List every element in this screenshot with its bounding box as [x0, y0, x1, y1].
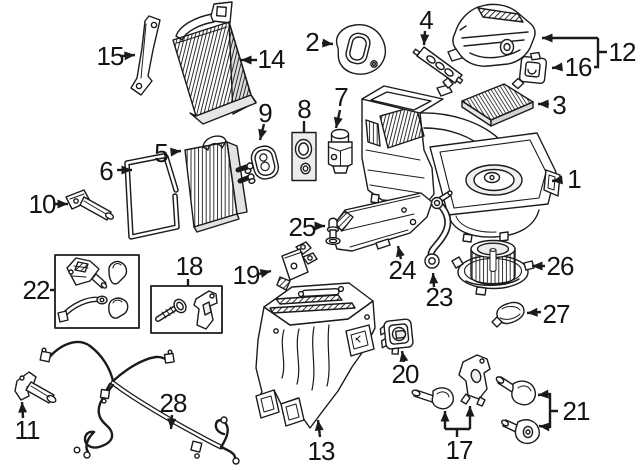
part-27-access-cover-cap — [491, 301, 525, 328]
part-1-heater-case-assembly — [361, 77, 561, 243]
callout-label-9: 9 — [258, 98, 273, 128]
callout-label-8: 8 — [297, 94, 312, 124]
part-2-air-duct-seal — [336, 24, 387, 75]
leader-15 — [121, 51, 136, 61]
part-18-screw-and-bracket-kit — [150, 285, 223, 334]
leader-23 — [429, 272, 439, 288]
leader-13 — [314, 419, 324, 438]
part-5-evaporator-core — [184, 135, 255, 233]
callout-label-27: 27 — [542, 299, 571, 329]
leader-9 — [258, 123, 267, 141]
part-28-wiring-harness — [39, 340, 240, 465]
leader-11 — [18, 401, 28, 419]
callout-label-28: 28 — [159, 388, 188, 418]
part-17-mounting-hardware-set — [411, 354, 491, 410]
leader-7 — [333, 109, 343, 129]
part-9-pipe-grommet — [244, 145, 280, 185]
leader-21-bracket — [548, 393, 558, 428]
leader-19 — [258, 269, 272, 278]
leader-24 — [395, 245, 405, 260]
leader-20 — [399, 350, 409, 363]
part-22-linkage-lever-kit — [54, 254, 140, 329]
part-20-air-door-actuator — [379, 318, 414, 355]
callout-label-17: 17 — [445, 435, 474, 465]
callout-label-20: 20 — [391, 359, 420, 389]
leader-28 — [167, 414, 177, 430]
callout-label-2: 2 — [305, 27, 320, 57]
part-26-blower-motor — [451, 239, 535, 296]
callout-label-7: 7 — [334, 82, 349, 112]
leader-2 — [321, 38, 334, 48]
leader-lines — [18, 30, 607, 438]
callout-label-3: 3 — [552, 90, 567, 120]
callout-label-19: 19 — [232, 260, 261, 290]
part-19-support-bracket — [276, 241, 318, 291]
part-8-ac-line-seal-plate — [291, 131, 317, 182]
part-10-drain-tube — [65, 189, 115, 221]
leader-16 — [551, 62, 563, 72]
leader-12-bracket — [594, 38, 607, 69]
callout-label-11: 11 — [14, 415, 41, 445]
part-6-evaporator-seal-frame — [124, 153, 180, 240]
callout-label-10: 10 — [28, 189, 57, 219]
callout-label-6: 6 — [99, 156, 114, 186]
part-14-heater-core — [172, 1, 257, 125]
part-12-air-inlet-housing — [447, 3, 536, 67]
leader-17-bracket — [445, 427, 470, 437]
part-23-drain-hose — [424, 190, 453, 269]
part-7-expansion-valve — [327, 128, 353, 174]
leader-21-arrow-a — [537, 389, 551, 399]
callout-label-24: 24 — [388, 255, 417, 285]
part-11-hose-connector — [14, 371, 57, 404]
callout-label-15: 15 — [96, 41, 125, 71]
part-24-lower-cover-panel — [332, 192, 433, 252]
callout-label-21: 21 — [562, 396, 591, 426]
callout-label-14: 14 — [257, 44, 286, 74]
callout-label-26: 26 — [546, 251, 575, 281]
part-15-heater-core-seal-strip — [130, 15, 161, 96]
callout-label-16: 16 — [564, 52, 593, 82]
leader-21-arrow-b — [538, 422, 551, 432]
callout-label-12: 12 — [608, 37, 637, 67]
part-4-seal-strip — [412, 46, 464, 85]
part-21-fastener-plug-set — [495, 376, 540, 445]
part-3-cabin-air-filter — [461, 83, 534, 127]
leader-27 — [526, 307, 542, 317]
callout-label-1: 1 — [567, 164, 582, 194]
part-25-retaining-pin — [325, 217, 341, 246]
leader-5 — [170, 147, 182, 157]
callout-label-22: 22 — [22, 275, 51, 305]
part-16-mounting-bracket — [511, 51, 548, 90]
part-13-air-distribution-housing — [255, 282, 376, 429]
callout-label-18: 18 — [175, 251, 204, 281]
leader-4 — [420, 30, 430, 46]
callout-label-23: 23 — [425, 282, 454, 312]
callout-label-25: 25 — [288, 212, 317, 242]
leader-1 — [551, 175, 563, 185]
callout-label-13: 13 — [307, 436, 336, 466]
callout-label-4: 4 — [419, 5, 434, 35]
callout-label-5: 5 — [154, 138, 169, 168]
